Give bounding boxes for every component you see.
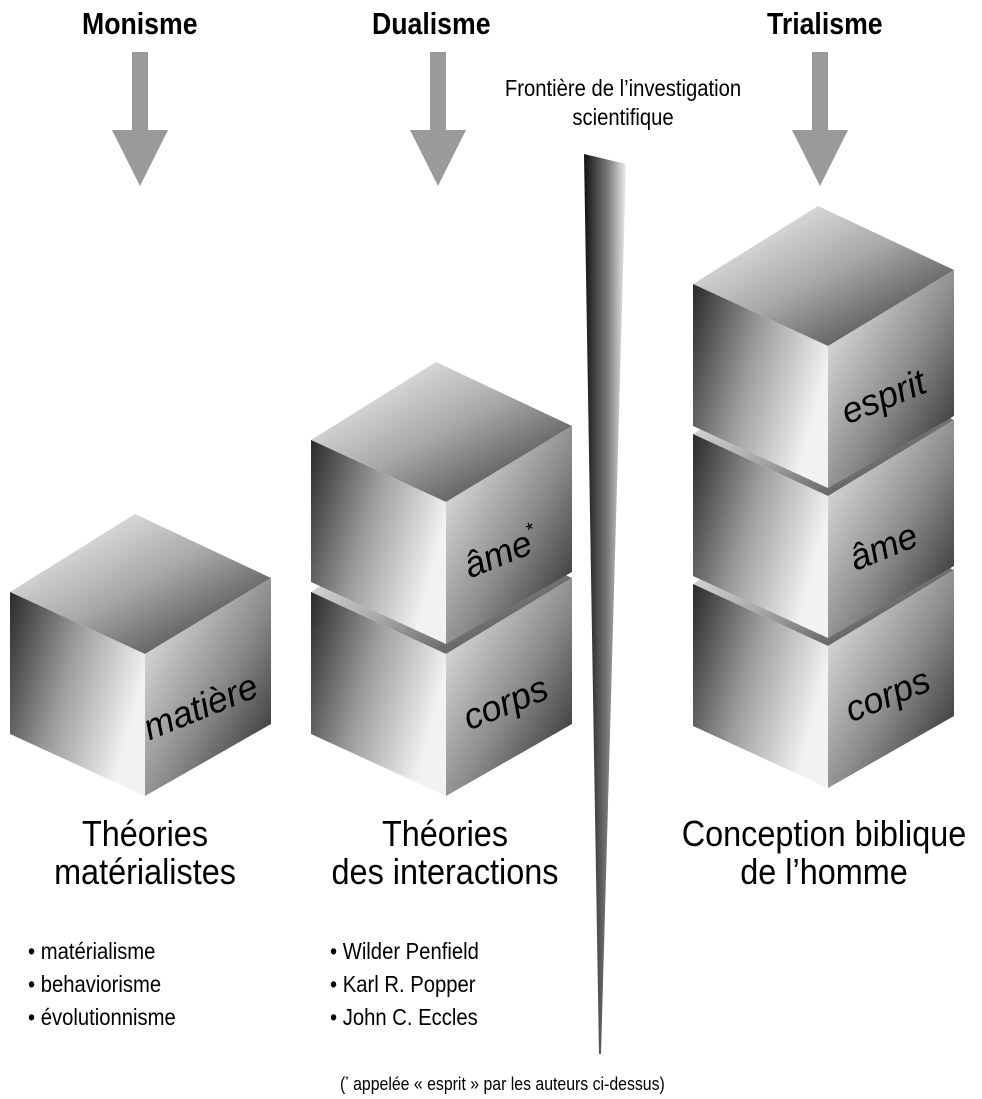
frontier-label-line1: Frontière de l’investigation: [504, 75, 742, 101]
heading-line2: matérialistes: [54, 851, 236, 892]
frontier-wedge: [584, 154, 626, 1054]
cube-corps-dualisme: corps: [311, 514, 572, 796]
title-trialisme: Trialisme: [767, 6, 883, 41]
down-arrow-icon: [792, 52, 848, 186]
cube-ame-dualisme: âme*: [311, 362, 572, 644]
footnote: (* appelée « esprit » par les auteurs ci…: [340, 1074, 665, 1095]
down-arrow-icon: [410, 52, 466, 186]
list-item: • matérialisme: [28, 938, 156, 964]
heading-dualisme: Théories des interactions: [292, 815, 598, 891]
title-monisme: Monisme: [82, 6, 198, 41]
list-item: • John C. Eccles: [330, 1004, 478, 1030]
title-dualisme: Dualisme: [372, 6, 491, 41]
bullet-list-dualisme: • Wilder Penfield • Karl R. Popper • Joh…: [330, 935, 479, 1034]
footnote-open: (: [340, 1074, 346, 1094]
list-item: • évolutionnisme: [28, 1004, 176, 1030]
cube-esprit-trialisme: esprit: [693, 206, 954, 488]
heading-line1: Théories: [381, 813, 509, 854]
bullet-list-monisme: • matérialisme • behaviorisme • évolutio…: [28, 935, 176, 1034]
heading-monisme: Théories matérialistes: [0, 815, 298, 891]
heading-trialisme: Conception biblique de l’homme: [671, 815, 977, 891]
heading-line2: des interactions: [331, 851, 559, 892]
footnote-star: *: [345, 1075, 349, 1086]
list-item: • behaviorisme: [28, 971, 162, 997]
frontier-label-line2: scientifique: [572, 104, 674, 130]
heading-line1: Théories: [81, 813, 209, 854]
heading-line1: Conception biblique: [681, 813, 967, 854]
list-item: • Wilder Penfield: [330, 938, 479, 964]
down-arrow-icon: [112, 52, 168, 186]
frontier-label: Frontière de l’investigation scientifiqu…: [495, 74, 750, 132]
heading-line2: de l’homme: [740, 851, 908, 892]
footnote-text: appelée « esprit » par les auteurs ci-de…: [348, 1074, 665, 1094]
list-item: • Karl R. Popper: [330, 971, 476, 997]
cube-matiere: matière: [10, 514, 271, 796]
